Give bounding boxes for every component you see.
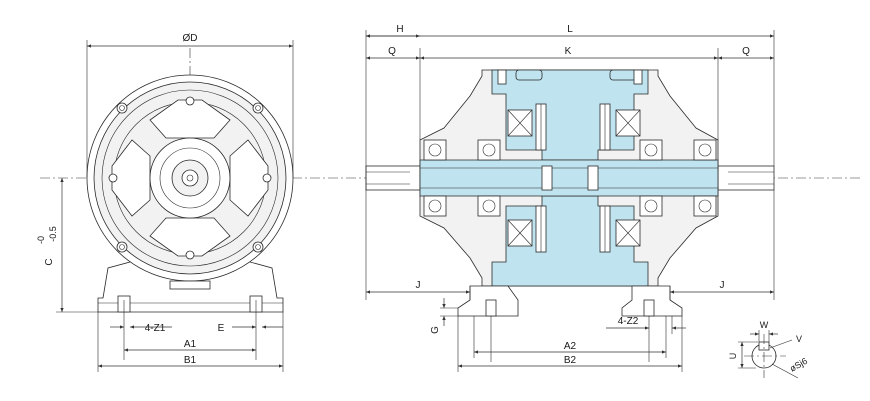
label-g: G	[430, 326, 441, 334]
label-tol-lower: -0.5	[48, 226, 58, 242]
label-w: W	[760, 320, 769, 330]
housing-ribs	[111, 99, 269, 257]
label-holes-z2: 4-Z2	[618, 316, 639, 327]
label-height-c: C	[44, 258, 55, 265]
label-j-right: J	[720, 280, 725, 291]
label-u: U	[728, 353, 738, 360]
coil-windings	[507, 109, 641, 247]
shaft-bore	[181, 169, 199, 187]
label-v: V	[796, 334, 802, 344]
shaft-detail: W V U øSj6	[728, 320, 809, 379]
bearings	[423, 139, 717, 217]
label-k: K	[565, 46, 572, 57]
label-tol-upper: -0	[36, 236, 46, 244]
top-cap-left	[515, 69, 543, 81]
friction-plates	[535, 103, 611, 253]
label-h: H	[396, 24, 403, 35]
label-l: L	[567, 24, 573, 35]
front-view: ØD C -0 -0.5 4-Z1 E A1 B1	[36, 33, 860, 372]
inner-shaft-blue	[419, 159, 719, 197]
label-b1: B1	[184, 355, 197, 366]
right-shaft	[717, 165, 775, 191]
label-q-left: Q	[388, 46, 396, 57]
label-e: E	[218, 323, 225, 334]
label-j-left: J	[416, 280, 421, 291]
label-b2: B2	[564, 355, 577, 366]
label-q-right: Q	[742, 46, 750, 57]
drain-lug	[169, 280, 211, 290]
bolt-holes	[108, 96, 272, 260]
label-a1: A1	[184, 339, 197, 350]
top-cap-right	[609, 69, 637, 81]
label-shaft-dia: øSj6	[788, 356, 809, 374]
side-view: H L Q K Q J J G 4-Z2 A2	[365, 24, 775, 372]
label-a2: A2	[564, 341, 577, 352]
left-shaft	[365, 165, 421, 191]
label-diameter: ØD	[183, 33, 198, 44]
label-holes-z1: 4-Z1	[145, 323, 166, 334]
